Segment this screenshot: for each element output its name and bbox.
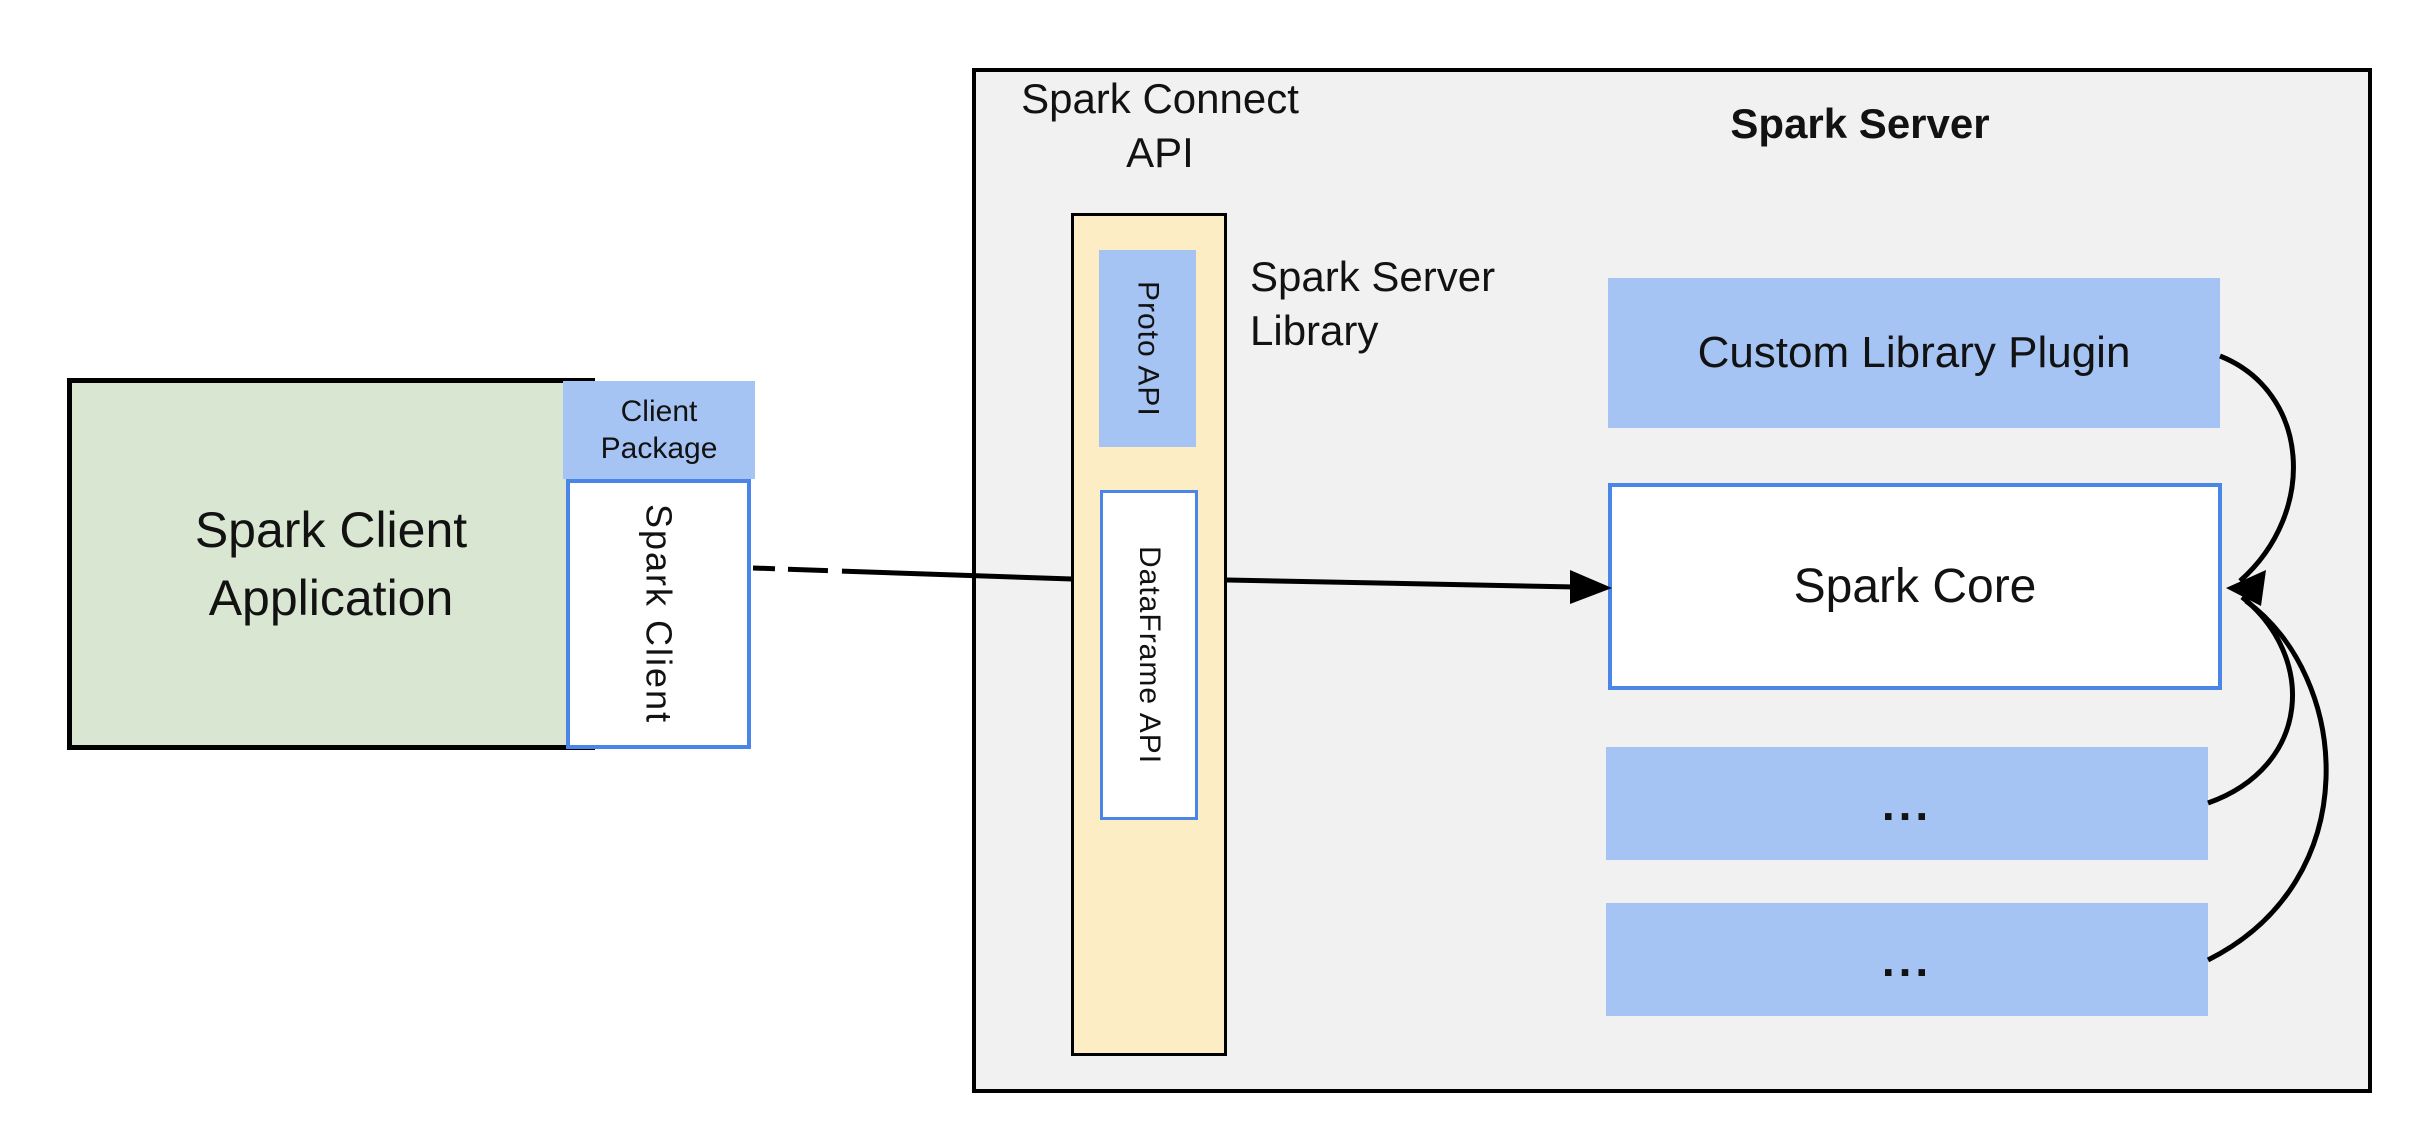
spark-core-box: Spark Core bbox=[1608, 483, 2222, 690]
proto-api-label: Proto API bbox=[1131, 280, 1165, 417]
spark-connect-api-label: Spark Connect API bbox=[980, 72, 1340, 180]
spark-server-library-label-line2: Library bbox=[1250, 307, 1379, 354]
proto-api-box: Proto API bbox=[1099, 250, 1196, 447]
spark-client-application-line2: Application bbox=[208, 570, 454, 626]
spark-server-title: Spark Server bbox=[1730, 100, 1990, 147]
spark-client-label: Spark Client bbox=[638, 503, 680, 725]
spark-client-application-line1: Spark Client bbox=[194, 502, 468, 558]
custom-library-plugin-box: Custom Library Plugin bbox=[1608, 278, 2220, 428]
spark-connect-api-label-line1: Spark Connect bbox=[1021, 75, 1299, 122]
spark-server-library-label-line1: Spark Server bbox=[1250, 253, 1496, 300]
client-package-line1: Client bbox=[620, 395, 698, 428]
client-package-line2: Package bbox=[600, 432, 718, 465]
plugin-slot-box-1: ... bbox=[1606, 747, 2208, 860]
spark-connect-api-label-line2: API bbox=[1126, 129, 1194, 176]
spark-client-box: Spark Client bbox=[566, 479, 751, 749]
spark-client-application-box: Spark Client Application bbox=[67, 378, 595, 750]
plugin-slot-box-2: ... bbox=[1606, 903, 2208, 1016]
client-package-box: Client Package bbox=[563, 381, 755, 479]
dataframe-api-label: DataFrame API bbox=[1133, 545, 1166, 765]
spark-server-library-label: Spark Server Library bbox=[1250, 250, 1590, 358]
dataframe-api-box: DataFrame API bbox=[1100, 490, 1198, 820]
